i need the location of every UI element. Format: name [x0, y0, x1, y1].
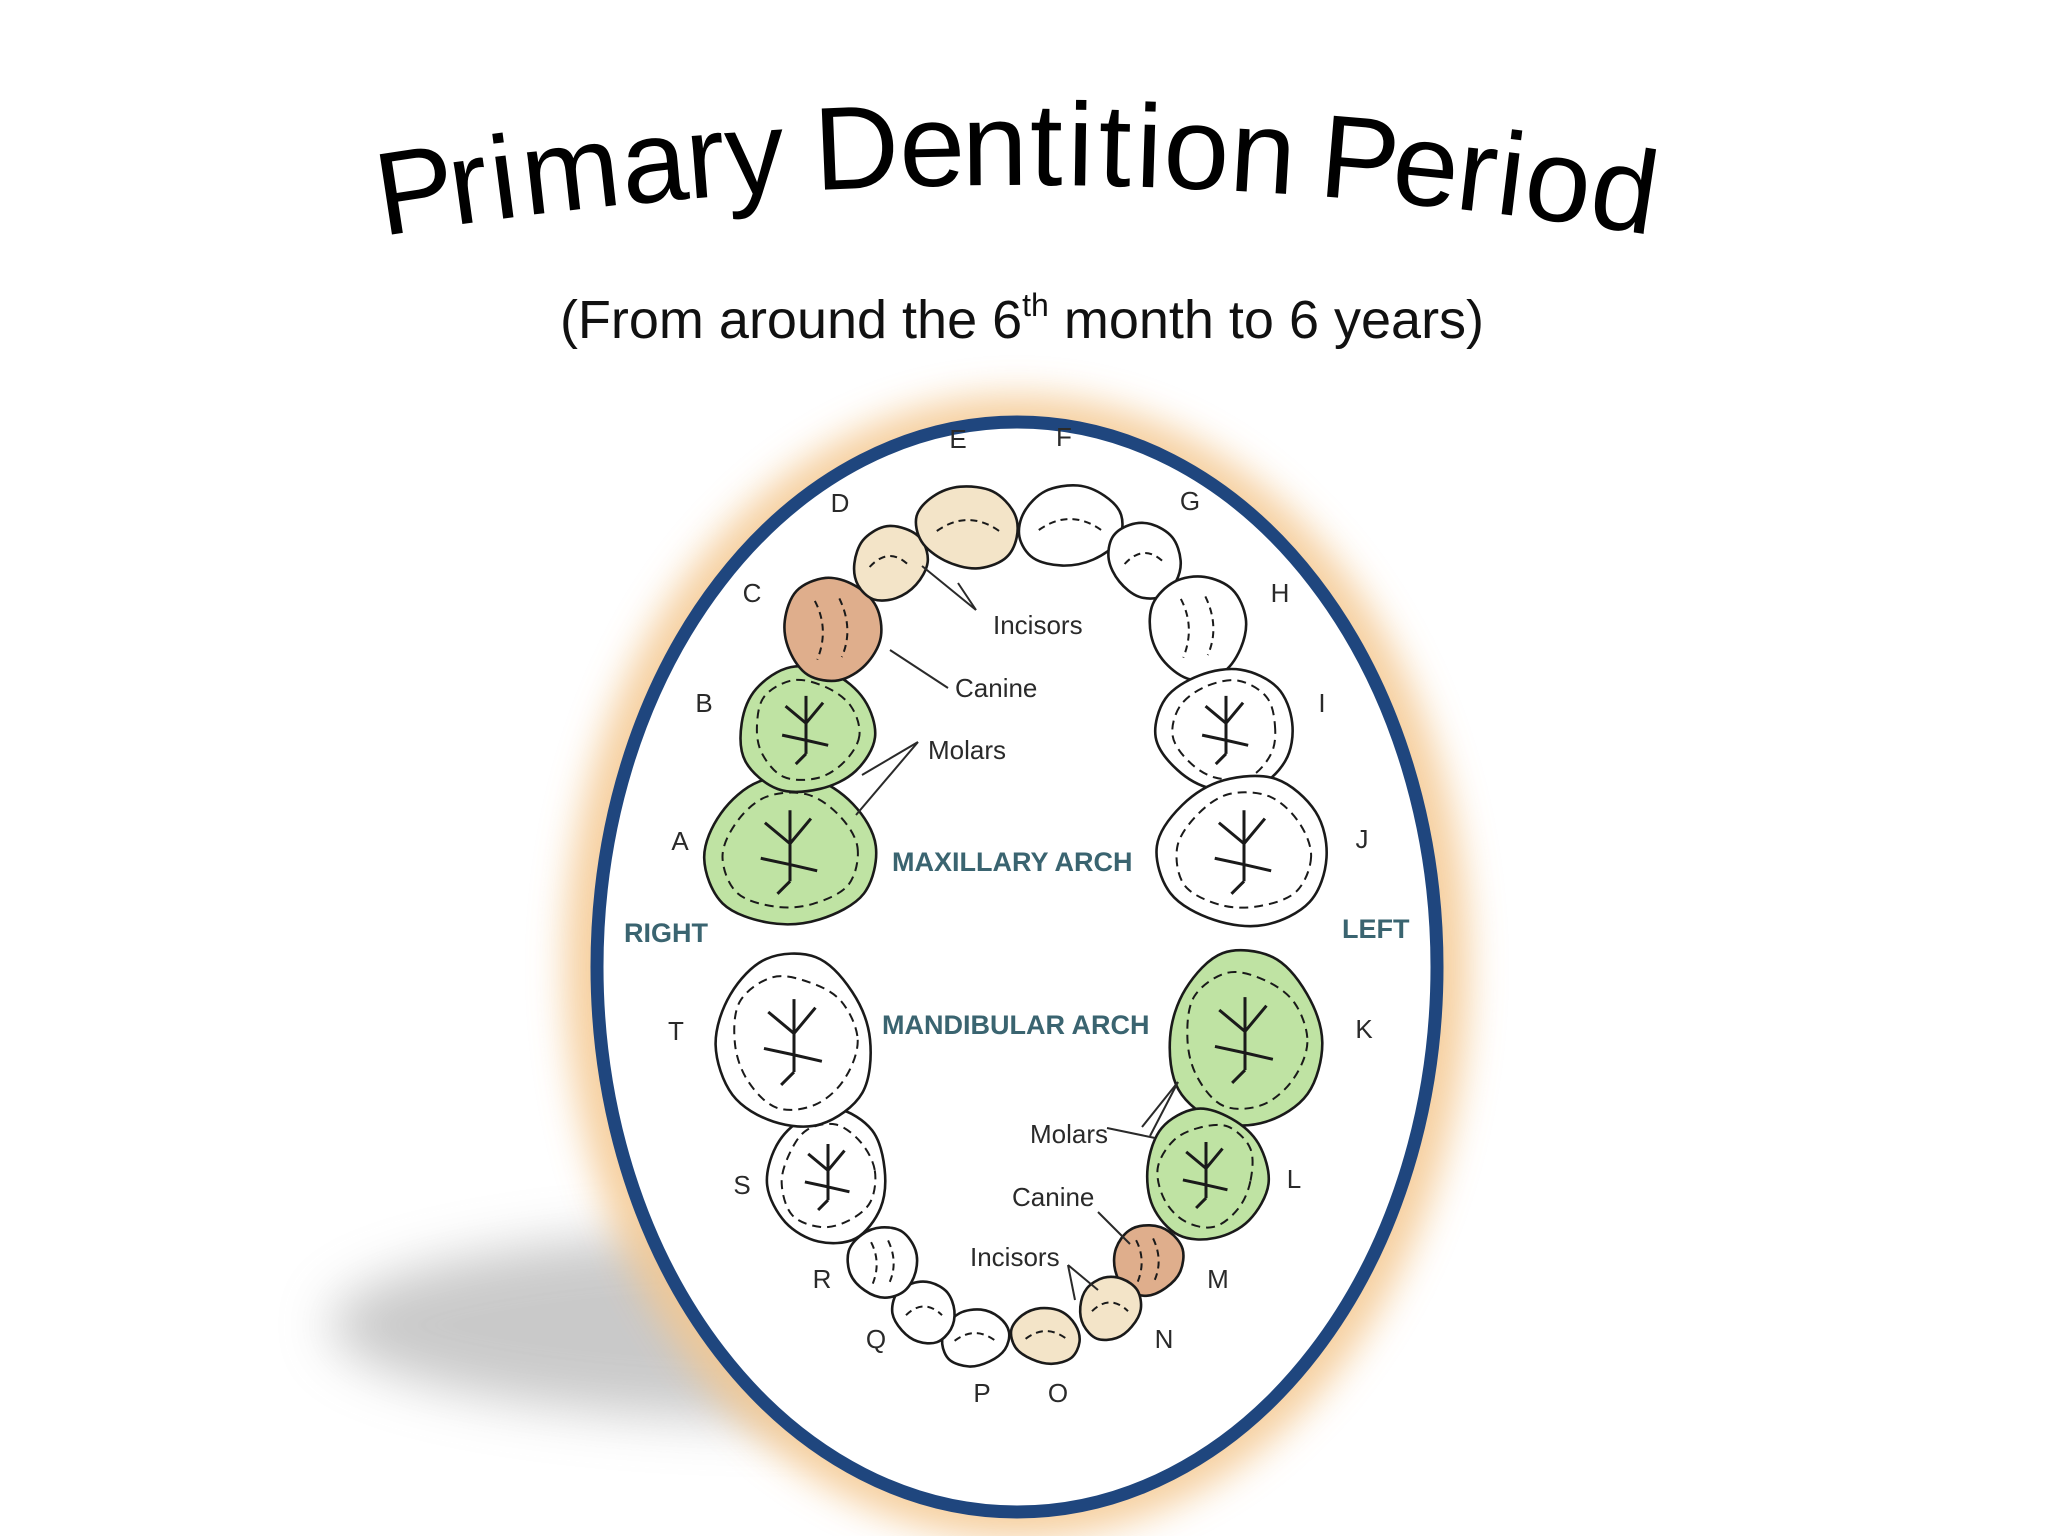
tooth-l [1145, 1107, 1271, 1241]
title-letter: e [1387, 97, 1466, 235]
tooth-g [1107, 521, 1183, 600]
left-label: LEFT [1342, 914, 1410, 944]
slide-subtitle: (From around the 6th month to 6 years) [560, 287, 1484, 350]
tooth-letter: M [1207, 1264, 1229, 1294]
title-letter: P [1315, 90, 1405, 228]
tooth-letters: A B C D E F G H I J K L M N O P Q R S T [668, 422, 1373, 1408]
title-letter: i [1134, 81, 1164, 214]
tooth-letter: Q [866, 1324, 886, 1354]
tooth-letter: N [1155, 1324, 1174, 1354]
mandibular-arch-label: MANDIBULAR ARCH [882, 1010, 1149, 1040]
title-letter: i [1067, 79, 1095, 211]
lower-canine-label: Canine [1012, 1182, 1094, 1212]
title-letter: n [962, 79, 1028, 211]
subtitle-sup: th [1022, 287, 1049, 323]
tooth-letter: H [1271, 578, 1290, 608]
title-letter: a [615, 93, 693, 230]
tooth-s [765, 1107, 887, 1245]
tooth-p [940, 1308, 1011, 1368]
title-letter: y [721, 86, 789, 222]
tooth-letter: O [1048, 1378, 1068, 1408]
tooth-h [1148, 575, 1248, 682]
tooth-letter: S [733, 1170, 750, 1200]
tooth-o [1009, 1306, 1081, 1366]
tooth-letter: P [973, 1378, 990, 1408]
title-letter: e [898, 79, 967, 212]
tooth-r [846, 1225, 919, 1300]
title-letter: o [1161, 81, 1232, 216]
tooth-letter: C [743, 578, 762, 608]
tooth-letter: R [813, 1264, 832, 1294]
tooth-letter: I [1318, 688, 1325, 718]
tooth-letter: F [1056, 422, 1072, 452]
title-letter: n [1227, 85, 1300, 221]
tooth-letter: T [668, 1016, 684, 1046]
tooth-j [1155, 774, 1328, 928]
lower-molars-label: Molars [1030, 1119, 1108, 1149]
tooth-n [1078, 1275, 1143, 1342]
tooth-letter: D [831, 488, 850, 518]
tooth-letter: K [1355, 1014, 1373, 1044]
upper-molars-label: Molars [928, 735, 1006, 765]
tooth-letter: J [1356, 824, 1369, 854]
tooth-b [739, 664, 877, 794]
title-letter: D [811, 81, 901, 216]
tooth-letter: A [671, 826, 689, 856]
tooth-i [1153, 667, 1294, 794]
title-letter: t [1097, 80, 1133, 213]
oval-frame [565, 395, 1469, 1536]
tooth-letter: L [1287, 1164, 1301, 1194]
right-label: RIGHT [624, 918, 709, 948]
tooth-letter: G [1180, 486, 1200, 516]
upper-canine-label: Canine [955, 673, 1037, 703]
subtitle-after: month to 6 years) [1049, 290, 1484, 350]
tooth-m [1112, 1223, 1185, 1298]
title-letter: m [514, 99, 626, 241]
tooth-letter: B [695, 688, 712, 718]
upper-incisors-label: Incisors [993, 610, 1083, 640]
dental-arch-diagram [702, 484, 1328, 1368]
tooth-t [714, 952, 872, 1128]
title-letter: t [1029, 79, 1063, 211]
tooth-e [914, 485, 1019, 570]
leader-lines [855, 565, 1179, 1301]
maxillary-arch-label: MAXILLARY ARCH [892, 847, 1133, 877]
title-letter: P [367, 119, 465, 261]
lower-incisors-label: Incisors [970, 1242, 1060, 1272]
tooth-letter: E [949, 424, 966, 454]
subtitle-before: (From around the 6 [560, 290, 1022, 350]
tooth-k [1168, 948, 1324, 1127]
tooth-q [890, 1280, 956, 1345]
tooth-f [1017, 484, 1124, 567]
